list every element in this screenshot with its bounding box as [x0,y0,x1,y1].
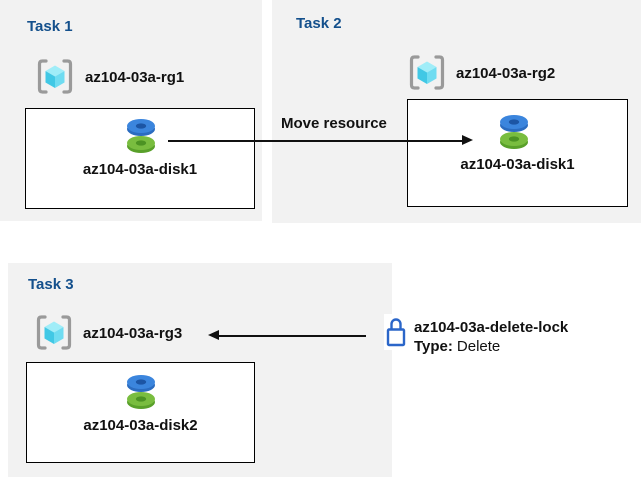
resource-group-icon [34,313,74,352]
lock-name: az104-03a-delete-lock [414,319,569,336]
lock-type-label: Type: [414,338,453,355]
resource-group-label: az104-03a-rg3 [83,325,183,342]
disk-label: az104-03a-disk1 [82,161,198,178]
task1-disk-box: az104-03a-disk1 [25,108,255,209]
resource-group-icon [407,53,447,92]
move-resource-label: Move resource [281,115,387,132]
task3-disk-box: az104-03a-disk2 [26,362,255,463]
resource-group-label: az104-03a-rg2 [456,65,556,82]
delete-lock-icon [384,314,408,350]
move-resource-arrow-line [168,140,463,142]
disk-icon [124,372,158,410]
disk-icon [497,112,531,150]
resource-group-icon [35,57,75,96]
move-resource-arrowhead-icon [462,135,473,146]
lock-arrow-line [218,335,366,337]
resource-group-label: az104-03a-rg1 [85,69,185,86]
task1-title: Task 1 [27,18,73,35]
disk-label: az104-03a-disk1 [460,156,575,173]
lock-type-value: Delete [456,338,501,355]
lock-caption: az104-03a-delete-lock Type:Delete [414,318,568,356]
task3-title: Task 3 [28,276,74,293]
disk-label: az104-03a-disk2 [83,417,198,434]
task2-disk-box: az104-03a-disk1 [407,99,628,207]
task2-title: Task 2 [296,15,342,32]
lock-arrowhead-icon [208,330,219,341]
disk-icon [124,116,158,154]
